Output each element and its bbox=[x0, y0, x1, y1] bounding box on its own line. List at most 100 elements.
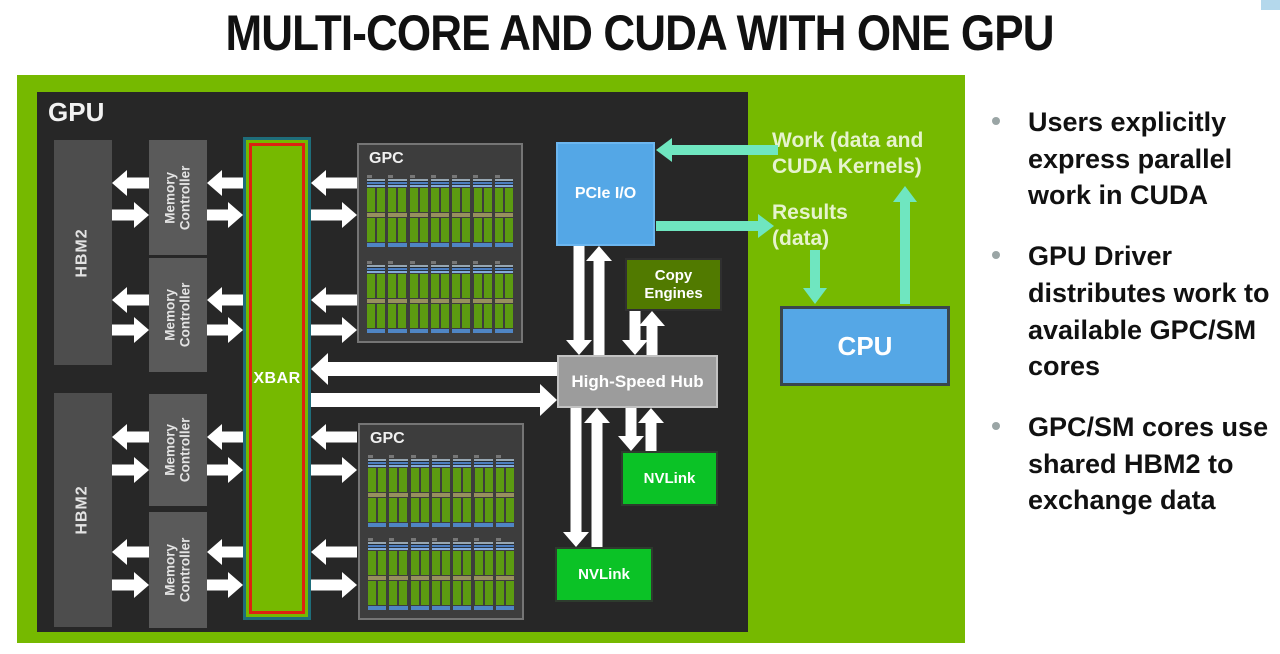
arrow-xbar-to-gpc-top-2 bbox=[311, 317, 357, 343]
bullet-item: Users explicitly express parallel work i… bbox=[984, 104, 1280, 214]
arrow-xbar-to-mc4 bbox=[207, 539, 243, 565]
gpu-label: GPU bbox=[48, 97, 105, 127]
sm-row bbox=[368, 455, 514, 527]
arrow-mc1-to-xbar bbox=[207, 202, 243, 228]
arrow-gpc-top-to-xbar-2 bbox=[311, 287, 357, 313]
memory-controller-4-label: Memory Controller bbox=[162, 537, 192, 603]
hbm2-bottom-label-wrap: HBM2 bbox=[54, 393, 112, 627]
sm-core bbox=[474, 538, 493, 610]
sm-core bbox=[431, 455, 451, 527]
sm-core bbox=[410, 538, 429, 610]
sm-core bbox=[368, 538, 387, 610]
memory-controller-4: Memory Controller bbox=[149, 512, 207, 628]
arrow-hbm2-to-mc2 bbox=[112, 317, 149, 343]
sm-row bbox=[368, 538, 514, 610]
sm-core bbox=[409, 175, 428, 247]
sm-core bbox=[431, 538, 451, 610]
arrow-hub-to-copy-engines bbox=[639, 311, 665, 355]
sm-core bbox=[367, 175, 386, 247]
bullet-dot-icon bbox=[992, 117, 1000, 125]
arrow-gpc-top-to-xbar-1 bbox=[311, 170, 357, 196]
memory-controller-3: Memory Controller bbox=[149, 394, 207, 506]
bullet-text: GPC/SM cores use shared HBM2 to exchange… bbox=[1028, 412, 1269, 516]
sm-core bbox=[452, 261, 471, 333]
bullet-text: GPU Driver distributes work to available… bbox=[1028, 241, 1270, 382]
sm-core bbox=[474, 455, 493, 527]
memory-controller-1-label-wrap: Memory Controller bbox=[149, 140, 207, 255]
sm-core bbox=[367, 261, 386, 333]
arrow-mc4-to-hbm2 bbox=[112, 539, 149, 565]
memory-controller-2-label: Memory Controller bbox=[162, 282, 192, 348]
sm-core bbox=[495, 455, 514, 527]
memory-controller-3-label-wrap: Memory Controller bbox=[149, 394, 207, 506]
arrow-xbar-to-hub bbox=[311, 384, 557, 416]
arrow-xbar-to-gpc-bottom-2 bbox=[311, 572, 357, 598]
hbm2-top-block: HBM2 bbox=[54, 140, 112, 365]
memory-controller-3-label: Memory Controller bbox=[162, 417, 192, 483]
hbm2-top-label: HBM2 bbox=[74, 227, 91, 278]
sm-core bbox=[430, 175, 450, 247]
sm-core bbox=[473, 261, 492, 333]
corner-accent bbox=[1261, 0, 1280, 10]
sm-core bbox=[388, 175, 407, 247]
arrow-xbar-to-gpc-bottom-1 bbox=[311, 457, 357, 483]
bullet-item: GPU Driver distributes work to available… bbox=[984, 238, 1280, 385]
xbar-label: XBAR bbox=[253, 369, 301, 387]
sm-core bbox=[495, 538, 514, 610]
copy-engines-block: Copy Engines bbox=[625, 258, 722, 311]
high-speed-hub-block: High-Speed Hub bbox=[557, 355, 718, 408]
xbar-highlight-box bbox=[249, 143, 305, 614]
memory-controller-1-label: Memory Controller bbox=[162, 165, 192, 230]
hbm2-bottom-block: HBM2 bbox=[54, 393, 112, 627]
sm-core bbox=[453, 538, 472, 610]
arrow-hub-to-xbar bbox=[311, 353, 557, 385]
gpc-bottom-sm-grid bbox=[368, 455, 514, 610]
sm-core bbox=[494, 175, 513, 247]
arrow-gpc-bottom-to-xbar-2 bbox=[311, 539, 357, 565]
sm-row bbox=[367, 261, 513, 333]
gpc-bottom-block: GPC bbox=[358, 423, 524, 620]
page-title: MULTI-CORE AND CUDA WITH ONE GPU bbox=[0, 4, 1280, 62]
work-flow-label: Work (data and CUDA Kernels) bbox=[772, 129, 924, 178]
arrow-gpc-bottom-to-xbar-1 bbox=[311, 424, 357, 450]
memory-controller-1: Memory Controller bbox=[149, 140, 207, 255]
sm-row bbox=[367, 175, 513, 247]
arrow-hbm2-to-mc1 bbox=[112, 202, 149, 228]
bullet-dot-icon bbox=[992, 422, 1000, 431]
arrow-xbar-to-mc2 bbox=[207, 287, 243, 313]
arrow-mc3-to-hbm2 bbox=[112, 424, 149, 450]
bullet-item: GPC/SM cores use shared HBM2 to exchange… bbox=[984, 409, 1280, 519]
arrow-mc1-to-hbm2 bbox=[112, 170, 149, 196]
sm-core bbox=[473, 175, 492, 247]
bullet-text: Users explicitly express parallel work i… bbox=[1028, 107, 1233, 211]
sm-core bbox=[368, 455, 387, 527]
gpc-bottom-label: GPC bbox=[370, 430, 405, 447]
arrow-xbar-to-gpc-top-1 bbox=[311, 202, 357, 228]
arrow-hbm2-to-mc4 bbox=[112, 572, 149, 598]
memory-controller-4-label-wrap: Memory Controller bbox=[149, 512, 207, 628]
gpc-top-sm-grid bbox=[367, 175, 513, 333]
arrow-mc3-to-xbar bbox=[207, 457, 243, 483]
arrow-nvlink-bottom-to-hub bbox=[584, 408, 610, 547]
arrow-xbar-to-mc1 bbox=[207, 170, 243, 196]
sm-core bbox=[453, 455, 472, 527]
bullet-dot-icon bbox=[992, 251, 1000, 260]
sm-core bbox=[389, 455, 408, 527]
nvlink-bottom-block: NVLink bbox=[555, 547, 653, 602]
arrow-xbar-to-mc3 bbox=[207, 424, 243, 450]
arrow-results-to-cpu bbox=[803, 250, 827, 304]
arrow-hbm2-to-mc3 bbox=[112, 457, 149, 483]
arrow-hub-to-pcie bbox=[586, 246, 612, 355]
pcie-io-block: PCIe I/O bbox=[556, 142, 655, 246]
xbar-block: XBAR bbox=[243, 137, 311, 620]
arrow-mc2-to-xbar bbox=[207, 317, 243, 343]
sm-core bbox=[410, 455, 429, 527]
sm-core bbox=[430, 261, 450, 333]
arrow-work-into-pcie bbox=[656, 138, 778, 162]
arrow-results-out-of-pcie bbox=[656, 214, 774, 238]
bullet-list: Users explicitly express parallel work i… bbox=[984, 104, 1280, 543]
arrow-cpu-to-work bbox=[893, 186, 917, 304]
hbm2-top-label-wrap: HBM2 bbox=[54, 140, 112, 365]
memory-controller-2-label-wrap: Memory Controller bbox=[149, 258, 207, 372]
arrow-nvlink-right-to-hub bbox=[638, 408, 664, 451]
